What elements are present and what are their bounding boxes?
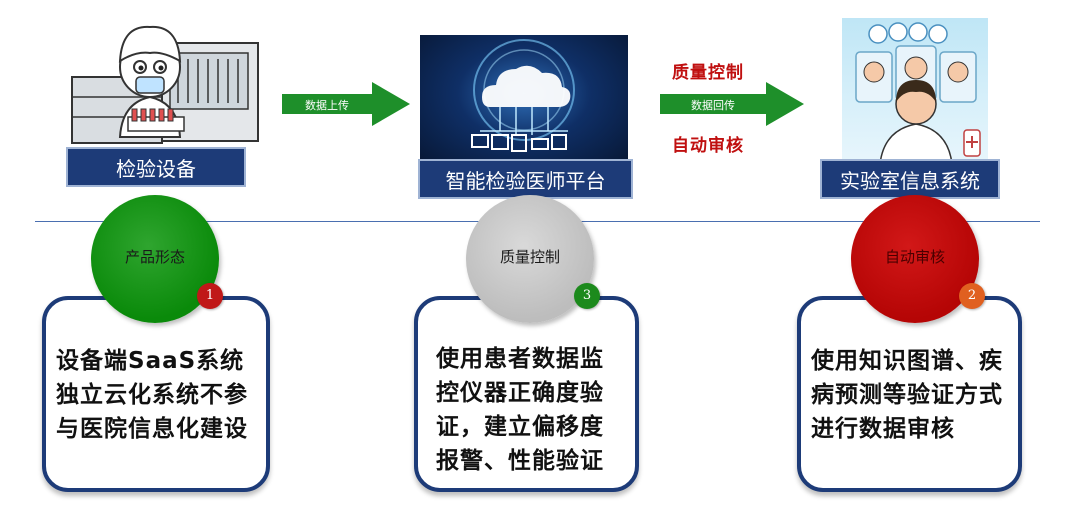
upload-arrow-label: 数据上传 xyxy=(305,99,349,112)
number-badge: 1 xyxy=(197,283,223,309)
quality-control-label: 质量控制 xyxy=(672,63,744,83)
feature-box-quality: 使用患者数据监 控仪器正确度验 证，建立偏移度 报警、性能验证 xyxy=(414,296,639,492)
lab-device-illustration xyxy=(62,17,268,153)
feature-box-product: 设备端SaaS系统 独立云化系统不参 与医院信息化建设 xyxy=(42,296,270,492)
feature-line: 使用知识图谱、疾 xyxy=(811,348,1003,374)
feedback-arrow-icon xyxy=(660,82,804,126)
device-label: 检验设备 xyxy=(66,147,246,187)
feature-line: 独立云化系统不参 xyxy=(56,382,248,408)
number-badge: 2 xyxy=(959,283,985,309)
auto-review-title: 自动审核 xyxy=(884,248,945,266)
feedback-arrow-label: 数据回传 xyxy=(691,99,735,112)
feature-line: 证，建立偏移度 xyxy=(436,414,604,440)
feature-line: 与医院信息化建设 xyxy=(56,416,248,442)
number-badge: 3 xyxy=(574,283,600,309)
feature-line: 病预测等验证方式 xyxy=(811,382,1003,408)
feature-line: 进行数据审核 xyxy=(811,416,955,442)
feature-line: 设备端SaaS系统 xyxy=(56,348,245,374)
lab-staff-illustration xyxy=(842,18,988,164)
platform-label: 智能检验医师平台 xyxy=(418,159,633,199)
product-form-title: 产品形态 xyxy=(124,248,185,266)
cloud-platform-illustration xyxy=(420,35,628,165)
feature-line: 使用患者数据监 xyxy=(436,346,604,372)
lab-system-label: 实验室信息系统 xyxy=(820,159,1000,199)
feature-box-review: 使用知识图谱、疾 病预测等验证方式 进行数据审核 xyxy=(797,296,1022,492)
upload-arrow-icon xyxy=(282,82,410,126)
feature-line: 控仪器正确度验 xyxy=(436,380,604,406)
quality-control-title: 质量控制 xyxy=(499,248,560,266)
feature-line: 报警、性能验证 xyxy=(436,448,604,474)
auto-review-label: 自动审核 xyxy=(672,136,744,156)
quality-control-circle: 质量控制 xyxy=(466,195,594,323)
auto-review-circle: 自动审核 xyxy=(851,195,979,323)
